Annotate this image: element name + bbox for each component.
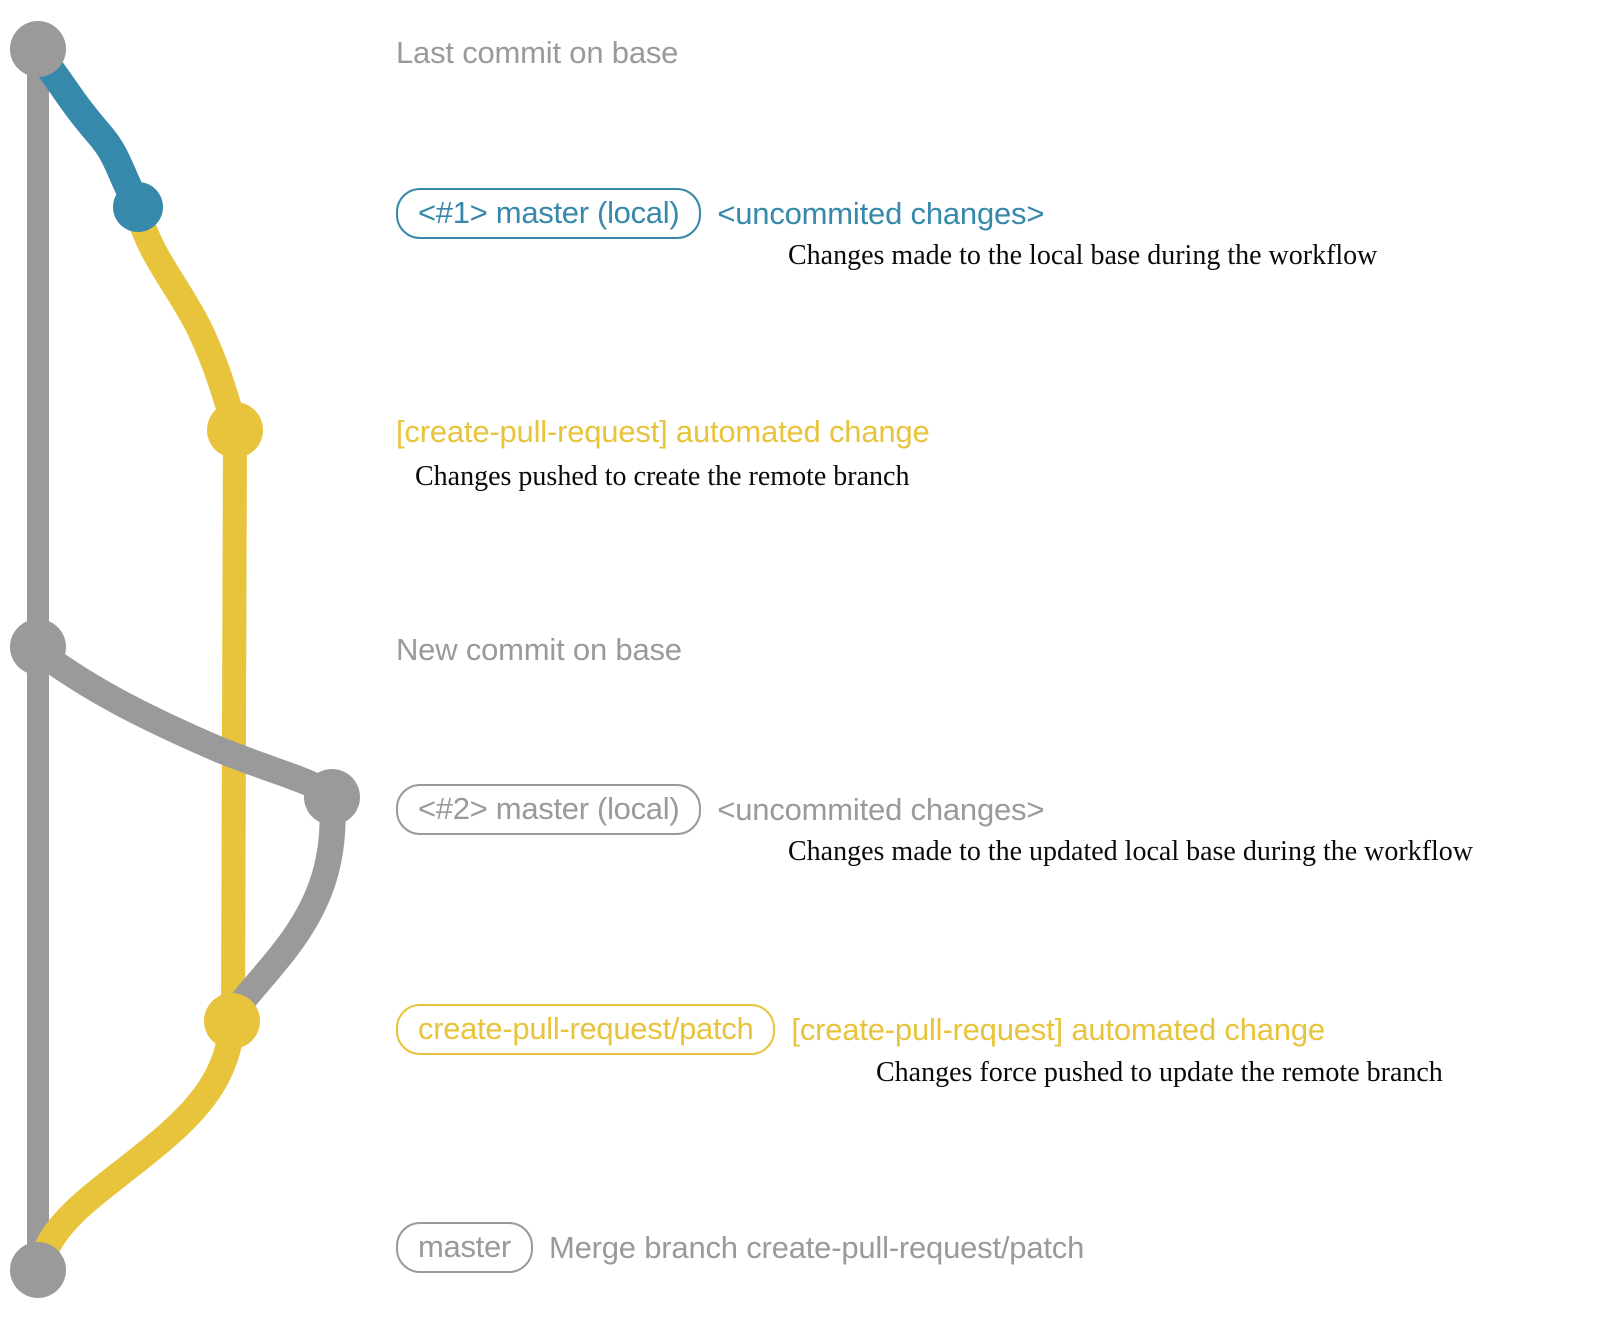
commit-node-master-tip[interactable] [10, 1242, 66, 1298]
branch-badge-patch[interactable]: create-pull-request/patch [396, 1004, 776, 1055]
row-automated-change-1: [create-pull-request] automated change [396, 414, 930, 450]
merge-line-yellow [27, 1011, 245, 1279]
local-branch-line-blue [26, 41, 152, 219]
row-local-master-2: <#2> master (local) <uncommited changes> [396, 784, 1044, 835]
branch-badge-local-1[interactable]: <#1> master (local) [396, 188, 702, 239]
commit-node-base-last[interactable] [10, 21, 66, 77]
commit-message-label: [create-pull-request] automated change [396, 414, 930, 449]
commit-message-label: Merge branch create-pull-request/patch [548, 1229, 1085, 1265]
commit-message-label: [create-pull-request] automated change [791, 1011, 1325, 1047]
row-description-local-2: Changes made to the updated local base d… [788, 836, 1474, 867]
commit-node-patch-1[interactable] [207, 402, 263, 458]
patch-branch-line-vertical [221, 429, 247, 1022]
row-new-commit-on-base: New commit on base [396, 632, 682, 668]
spacer [701, 809, 717, 810]
branch-badge-master[interactable]: master [396, 1222, 533, 1273]
row-local-master-1: <#1> master (local) <uncommited changes> [396, 188, 1044, 239]
commit-message-label: Last commit on base [396, 35, 679, 70]
row-master-merge: master Merge branch create-pull-request/… [396, 1222, 1084, 1273]
local2-branch-line-out [27, 639, 344, 808]
commit-node-base-new[interactable] [10, 619, 66, 675]
spacer [701, 213, 717, 214]
commit-node-local-1[interactable] [113, 182, 163, 232]
row-description-automated-2: Changes force pushed to update the remot… [876, 1057, 1443, 1088]
commit-node-patch-2[interactable] [204, 993, 260, 1049]
local2-branch-line-in [219, 787, 346, 1032]
branch-badge-local-2[interactable]: <#2> master (local) [396, 784, 702, 835]
commit-message-label: <uncommited changes> [717, 195, 1045, 231]
patch-branch-line-upper [125, 199, 248, 441]
commit-message-label: New commit on base [396, 632, 682, 667]
spacer [775, 1029, 791, 1030]
row-description-automated-1: Changes pushed to create the remote bran… [415, 461, 910, 492]
row-automated-change-2: create-pull-request/patch [create-pull-r… [396, 1004, 1325, 1055]
git-graph [10, 21, 360, 1298]
commit-node-local-2[interactable] [304, 769, 360, 825]
row-last-commit-on-base: Last commit on base [396, 35, 678, 71]
row-description-local-1: Changes made to the local base during th… [788, 240, 1378, 271]
spacer [533, 1247, 549, 1248]
commit-message-label: <uncommited changes> [717, 791, 1045, 827]
